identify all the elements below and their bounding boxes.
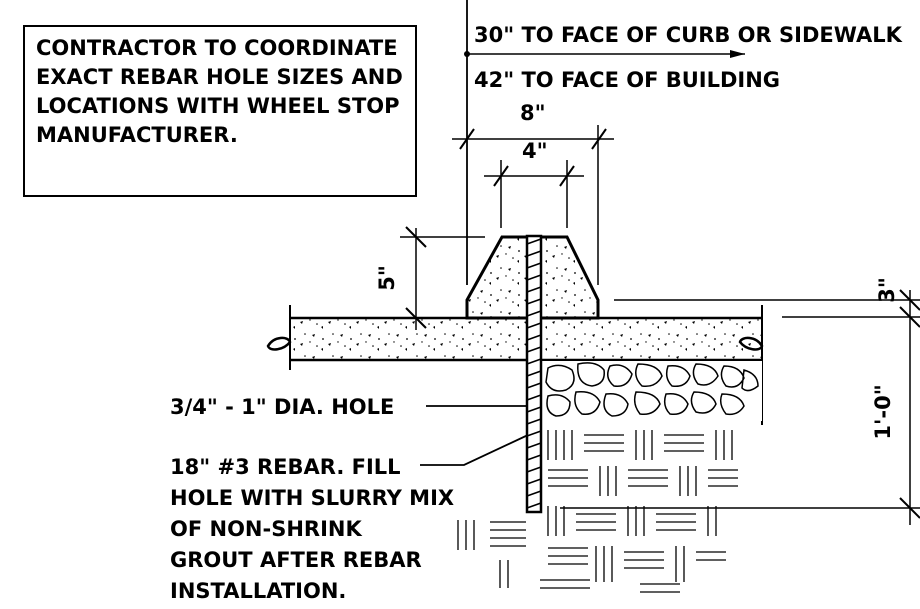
top-width-label: 4": [522, 139, 548, 163]
rebar: [525, 234, 543, 514]
hole-callout: 3/4" - 1" DIA. HOLE: [170, 395, 394, 419]
depth-label: 1'-0": [871, 384, 895, 439]
rebar-callout-line: OF NON-SHRINK: [170, 517, 362, 541]
slab-thickness-label: 3": [875, 277, 899, 303]
curb-offset-label: 30" TO FACE OF CURB OR SIDEWALK: [474, 23, 903, 47]
note-line: CONTRACTOR TO COORDINATE: [36, 36, 398, 60]
height-label: 5": [375, 265, 399, 291]
note-line: LOCATIONS WITH WHEEL STOP: [36, 94, 400, 118]
rebar-callout-line: INSTALLATION.: [170, 579, 346, 603]
top-width-dimension: 4": [484, 139, 584, 228]
note-line: MANUFACTURER.: [36, 123, 238, 147]
leaders: [420, 405, 529, 466]
offset-dimensions: 30" TO FACE OF CURB OR SIDEWALK 42" TO F…: [464, 0, 903, 285]
base-width-label: 8": [520, 101, 546, 125]
note-line: EXACT REBAR HOLE SIZES AND: [36, 65, 403, 89]
rebar-callout-line: GROUT AFTER REBAR: [170, 548, 422, 572]
note-box: CONTRACTOR TO COORDINATE EXACT REBAR HOL…: [23, 25, 417, 197]
compacted-subgrade: [457, 430, 738, 593]
depth-dimensions: 3" 1'-0": [560, 277, 920, 525]
callouts: 3/4" - 1" DIA. HOLE 18" #3 REBAR. FILL H…: [170, 395, 454, 603]
rebar-callout-line: 18" #3 REBAR. FILL: [170, 455, 401, 479]
height-dimension: 5": [375, 226, 485, 330]
building-offset-label: 42" TO FACE OF BUILDING: [474, 68, 780, 92]
rebar-callout-line: HOLE WITH SLURRY MIX: [170, 486, 454, 510]
base-width-dimension: 8": [452, 101, 614, 285]
gravel-base: [540, 361, 762, 421]
